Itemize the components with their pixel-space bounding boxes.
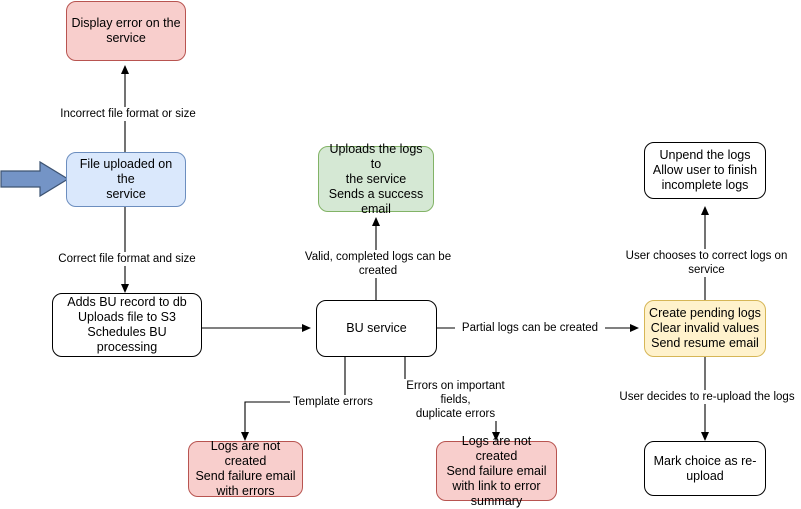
node-mark-reupload[interactable]: Mark choice as re- upload: [644, 441, 766, 496]
edge-label-valid-logs: Valid, completed logs can be created: [283, 250, 473, 278]
edge-label-partial-logs: Partial logs can be created: [455, 321, 605, 335]
node-adds-bu-record[interactable]: Adds BU record to db Uploads file to S3 …: [52, 293, 202, 357]
node-logs-not-created-errors[interactable]: Logs are not created Send failure email …: [188, 439, 303, 498]
edge-label-correct-format: Correct file format and size: [55, 252, 199, 266]
node-file-uploaded[interactable]: File uploaded on the service: [66, 152, 186, 207]
node-bu-service[interactable]: BU service: [316, 300, 437, 357]
node-create-pending-logs[interactable]: Create pending logs Clear invalid values…: [644, 300, 766, 357]
edge-label-user-reuploads: User decides to re-upload the logs: [616, 390, 798, 404]
edge-label-user-corrects: User chooses to correct logs on service: [608, 249, 801, 277]
edge-label-template-errors: Template errors: [290, 395, 376, 409]
node-logs-not-created-link[interactable]: Logs are not created Send failure email …: [436, 434, 557, 508]
node-uploads-logs[interactable]: Uploads the logs to the service Sends a …: [318, 142, 434, 216]
entry-arrow-icon: [0, 160, 70, 198]
edge-label-incorrect-format: Incorrect file format or size: [57, 107, 199, 121]
edge-label-important-field-errors: Errors on important fields, duplicate er…: [390, 379, 521, 421]
node-unpend-logs[interactable]: Unpend the logs Allow user to finish inc…: [644, 142, 766, 199]
node-display-error[interactable]: Display error on the service: [66, 1, 186, 61]
